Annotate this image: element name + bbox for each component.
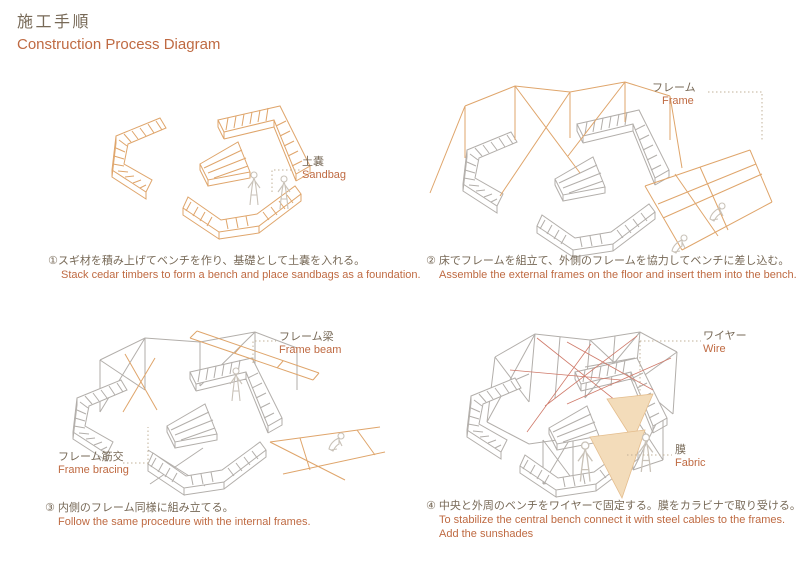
label-frame-jp: フレーム [652, 82, 696, 94]
caption-step3: ③ 内側のフレーム同様に組み立てる。 Follow the same proce… [45, 501, 311, 529]
bench-sketch [182, 185, 302, 240]
label-sandbag-jp: 土嚢 [302, 156, 324, 168]
bench-sketch [199, 141, 251, 187]
label-sandbag: 土嚢 Sandbag [302, 156, 346, 182]
label-wire-jp: ワイヤー [703, 330, 747, 342]
page-title-jp: 施工手順 [17, 14, 92, 31]
caption-step2: ② 床でフレームを組立て、外側のフレームを協力してベンチに差し込む。 Assem… [426, 254, 797, 282]
caption-step1-jp: ①スギ材を積み上げてベンチを作り、基礎として土嚢を入れる。 [48, 255, 366, 267]
caption-step4-en2: Add the sunshades [439, 528, 534, 540]
bench-sketch [166, 403, 218, 449]
frame-lines [429, 81, 683, 197]
bench-sketch [462, 131, 518, 214]
caption-step4: ④ 中央と外周のベンチをワイヤーで固定する。膜をカラビナで取り受ける。 To s… [426, 499, 800, 541]
worker-figure [671, 234, 688, 254]
bench-sketch [466, 377, 522, 460]
bench-sketch [548, 405, 600, 451]
label-frame-bracing: フレーム筋交 Frame bracing [58, 451, 129, 477]
label-frame-bracing-en: Frame bracing [58, 464, 129, 476]
bench-sketch [147, 441, 267, 496]
leader-lines-step4 [627, 340, 701, 456]
label-fabric-jp: 膜 [675, 444, 686, 456]
bench-sketch [554, 156, 606, 202]
label-wire-en: Wire [703, 343, 726, 355]
step3-sketch [72, 330, 386, 496]
page-title: 施工手順 Construction Process Diagram [17, 11, 220, 55]
label-frame: フレーム Frame [652, 82, 696, 108]
bench-sketch [536, 203, 656, 258]
caption-step3-jp: ③ 内側のフレーム同様に組み立てる。 [45, 502, 234, 514]
label-frame-beam-jp: フレーム梁 [279, 331, 334, 343]
caption-step3-en: Follow the same procedure with the inter… [58, 516, 311, 528]
worker-figure [328, 432, 345, 452]
caption-step1-en: Stack cedar timbers to form a bench and … [61, 269, 421, 281]
caption-step2-jp: ② 床でフレームを組立て、外側のフレームを協力してベンチに差し込む。 [426, 255, 790, 267]
ground-beam-lines [269, 426, 386, 481]
bench-sketch [72, 379, 128, 462]
flat-frame-lines [644, 149, 773, 251]
label-wire: ワイヤー Wire [703, 330, 747, 356]
fabric-shape [589, 429, 646, 500]
fabric-shape [606, 393, 654, 441]
step1-sketch [111, 105, 311, 240]
caption-step4-en: To stabilize the central bench connect i… [439, 514, 786, 526]
label-frame-beam-en: Frame beam [279, 344, 342, 356]
wire-lines [509, 335, 672, 433]
label-frame-beam: フレーム梁 Frame beam [279, 331, 341, 357]
caption-step1: ①スギ材を積み上げてベンチを作り、基礎として土嚢を入れる。 Stack ceda… [48, 254, 421, 282]
caption-step2-en: Assemble the external frames on the floo… [439, 269, 797, 281]
label-sandbag-en: Sandbag [302, 169, 347, 181]
label-fabric: 膜 Fabric [675, 444, 706, 470]
leader-lines-step3 [123, 340, 276, 464]
label-frame-en: Frame [662, 95, 694, 107]
label-frame-bracing-jp: フレーム筋交 [58, 451, 124, 463]
leader-line-frame [708, 91, 763, 140]
page-title-en: Construction Process Diagram [17, 36, 221, 53]
label-fabric-en: Fabric [675, 457, 706, 469]
frame-beam-lines [122, 330, 320, 413]
step4-sketch [466, 331, 701, 500]
caption-step4-jp: ④ 中央と外周のベンチをワイヤーで固定する。膜をカラビナで取り受ける。 [426, 500, 800, 512]
bench-sketch [111, 117, 167, 200]
step2-sketch [429, 81, 773, 258]
